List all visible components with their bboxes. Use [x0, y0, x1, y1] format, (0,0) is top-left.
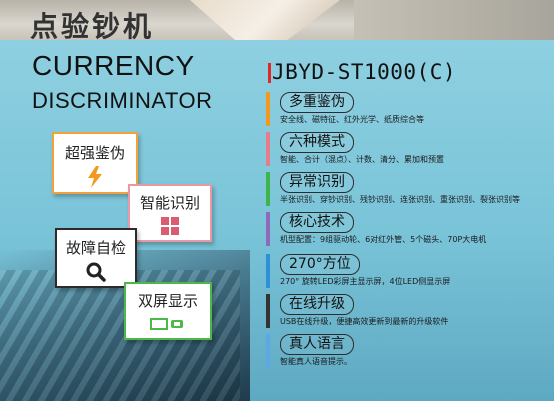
feature-accent-bar [266, 92, 270, 126]
badge-anti-counterfeit: 超强鉴伪 [52, 132, 138, 194]
page-title-english-line1: CURRENCY [32, 50, 195, 81]
display-icon [150, 318, 183, 330]
feature-title: 六种模式 [280, 132, 354, 153]
badge-smart-recognition: 智能识别 [128, 184, 212, 242]
feature-accent-bar [266, 132, 270, 166]
feature-description: 270° 旋转LED彩屏主显示屏，4位LED侧显示屏 [280, 277, 451, 286]
feature-title: 异常识别 [280, 172, 354, 193]
feature-description: 安全线、磁特征、红外光学、纸质综合等 [280, 115, 424, 124]
lightning-icon [88, 166, 102, 188]
page-title-english-line2: DISCRIMINATOR [32, 88, 213, 113]
model-number: JBYD-ST1000(C) [272, 60, 457, 84]
feature-accent-bar [266, 254, 270, 288]
feature-title: 核心技术 [280, 212, 354, 233]
feature-accent-bar [266, 172, 270, 206]
feature-description: 机型配置：9组驱动轮、6对红外管、5个磁头、70P大电机 [280, 235, 487, 244]
badge-label: 智能识别 [139, 194, 200, 212]
magnifier-icon [86, 262, 106, 282]
feature-description: 智能、合计（混点）、计数、清分、累加和预置 [280, 155, 444, 164]
feature-title: 真人语言 [280, 334, 354, 355]
badge-label: 故障自检 [65, 239, 126, 257]
page-title-chinese: 点验钞机 [30, 10, 155, 43]
grid-icon [161, 217, 179, 235]
feature-title: 多重鉴伪 [280, 92, 354, 113]
badge-dual-display: 双屏显示 [124, 282, 212, 340]
feature-title: 270°方位 [280, 254, 360, 275]
feature-description: 半张识别、穿钞识别、残钞识别、连张识别、重张识别、裂张识别等 [280, 195, 520, 204]
feature-accent-bar [266, 294, 270, 328]
feature-accent-bar [266, 334, 270, 368]
background-photo-right [354, 0, 554, 40]
badge-label: 双屏显示 [137, 292, 198, 310]
badge-label: 超强鉴伪 [64, 144, 125, 162]
feature-description: 智能真人语音提示。 [280, 357, 352, 366]
feature-title: 在线升级 [280, 294, 354, 315]
badge-fault-self-check: 故障自检 [55, 228, 137, 288]
feature-accent-bar [266, 212, 270, 246]
model-accent-bar [268, 63, 271, 83]
feature-description: USB在线升级，便捷高效更新到最新的升级软件 [280, 317, 449, 326]
